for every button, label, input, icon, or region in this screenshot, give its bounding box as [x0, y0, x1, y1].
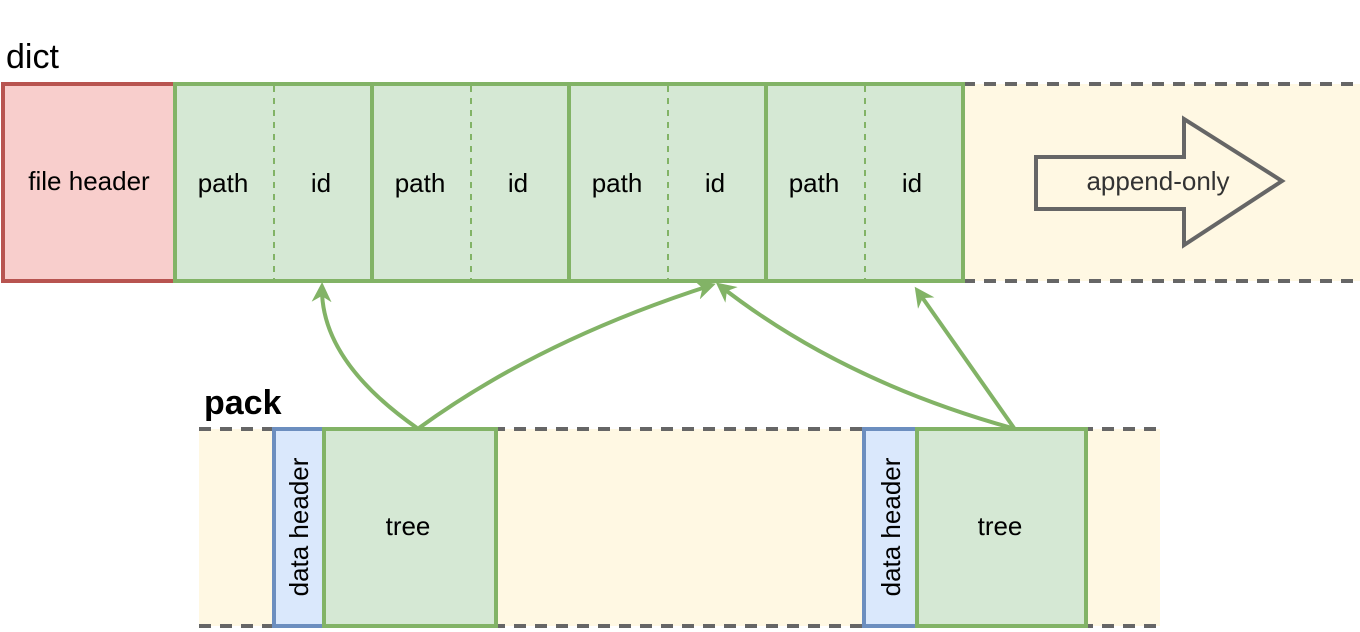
append-only-label: append-only	[1086, 166, 1229, 196]
dict-title: dict	[6, 38, 59, 76]
entry-path-label: path	[395, 168, 446, 198]
pack-title: pack	[204, 384, 282, 422]
right-arrow-icon	[1034, 115, 1286, 249]
dict-entry: path id	[173, 82, 374, 283]
dict-entry: path id	[567, 82, 768, 283]
entry-id-label: id	[311, 168, 331, 198]
data-header-label: data header	[876, 457, 906, 596]
dict-entry: path id	[764, 82, 965, 283]
tree-box	[915, 427, 1088, 628]
reference-arrow	[715, 282, 1013, 430]
file-header-block: file header	[1, 82, 177, 283]
file-header-label: file header	[28, 166, 150, 196]
entry-path-label: path	[198, 168, 249, 198]
data-header-label: data header	[284, 457, 314, 596]
pack-block: data header tree	[272, 427, 498, 628]
reference-arrow	[914, 286, 1016, 430]
reference-arrow	[311, 282, 419, 430]
reference-arrow	[417, 280, 716, 430]
tree-box	[322, 427, 498, 628]
tree-label: tree	[978, 511, 1023, 541]
entry-path-label: path	[592, 168, 643, 198]
pack-block: data header tree	[862, 427, 1088, 628]
dict-entry: path id	[370, 82, 571, 283]
entry-id-label: id	[902, 168, 922, 198]
entry-path-label: path	[789, 168, 840, 198]
entry-id-label: id	[508, 168, 528, 198]
entry-id-label: id	[705, 168, 725, 198]
append-only-arrow: append-only	[1034, 115, 1286, 249]
tree-label: tree	[386, 511, 431, 541]
